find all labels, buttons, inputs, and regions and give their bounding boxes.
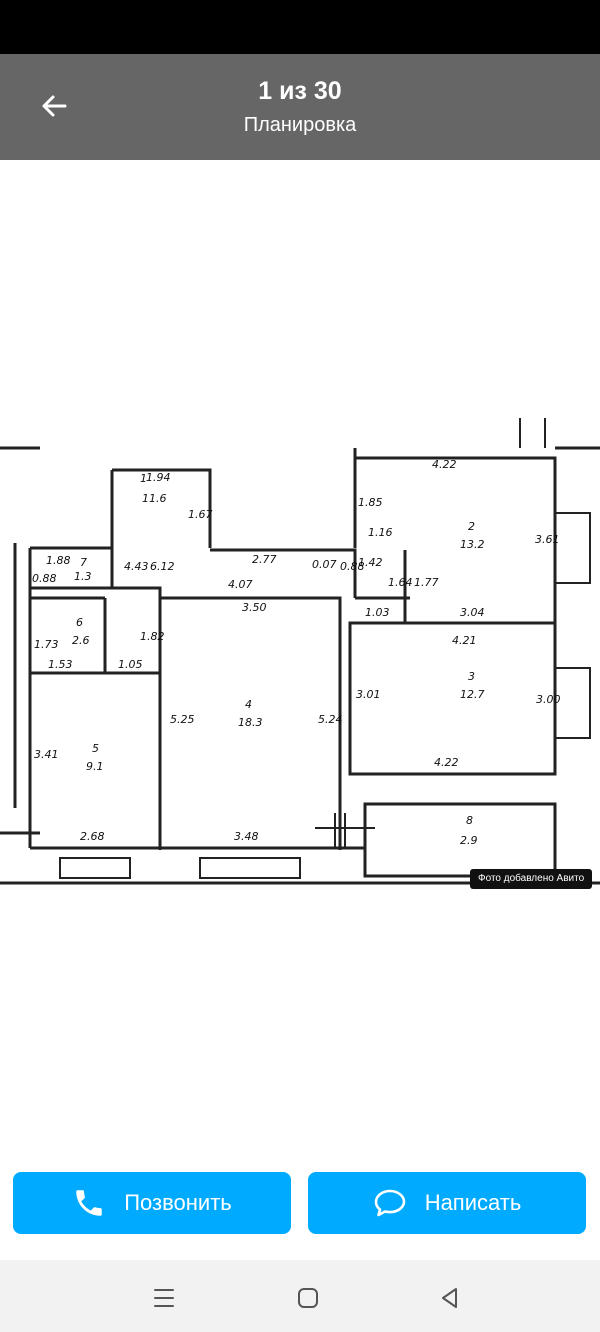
dim: 6.12 — [150, 560, 175, 573]
phone-icon — [72, 1186, 106, 1220]
chat-bubble-icon — [373, 1188, 407, 1218]
gallery-header: 1 из 30 Планировка — [0, 54, 600, 160]
dim: 3.61 — [535, 533, 560, 546]
room-5-area: 9.1 — [86, 760, 104, 773]
room-8-area: 2.9 — [460, 834, 478, 847]
message-button[interactable]: Написать — [308, 1172, 586, 1234]
call-button-label: Позвонить — [124, 1190, 232, 1215]
room-7-number: 7 — [80, 556, 87, 569]
dim: 3.00 — [536, 693, 561, 706]
dim: 4.21 — [452, 634, 477, 647]
dim: 1.88 — [46, 554, 71, 567]
system-back-button[interactable] — [430, 1280, 470, 1316]
dim: 1.82 — [140, 630, 165, 643]
dim: 1.77 — [414, 576, 439, 589]
photo-watermark: Фото добавлено Авито — [470, 869, 593, 889]
menu-lines-icon — [154, 1289, 174, 1307]
home-button[interactable] — [288, 1280, 328, 1316]
dim: 1.05 — [118, 658, 143, 671]
dim: 3.41 — [34, 748, 59, 761]
room-4-area: 18.3 — [238, 716, 263, 729]
back-arrow-icon — [42, 95, 67, 117]
home-square-icon — [298, 1288, 318, 1308]
dim: 1.73 — [34, 638, 59, 651]
system-navigation-bar — [0, 1260, 600, 1332]
room-5-number: 5 — [92, 742, 99, 755]
dim: 3.04 — [460, 606, 485, 619]
room-6-area: 2.6 — [72, 634, 90, 647]
dim: 3.50 — [242, 601, 267, 614]
room-8-number: 8 — [466, 814, 473, 827]
room-6-number: 6 — [76, 616, 83, 629]
room-1-number: 1 — [140, 472, 147, 485]
dim: 0.88 — [340, 560, 365, 573]
dim: 1.94 — [146, 471, 171, 484]
room-7-area: 1.3 — [74, 570, 92, 583]
photo-counter: 1 из 30 — [258, 77, 342, 105]
dim: 4.43 — [124, 560, 149, 573]
dim: 1.42 — [358, 556, 383, 569]
dim: 1.53 — [48, 658, 73, 671]
call-button[interactable]: Позвонить — [13, 1172, 291, 1234]
back-button[interactable] — [28, 80, 80, 132]
dim: 5.24 — [318, 713, 343, 726]
dim: 0.07 — [312, 558, 337, 571]
recent-apps-button[interactable] — [144, 1280, 184, 1316]
dim: 2.77 — [252, 553, 277, 566]
dim: 1.64 — [388, 576, 413, 589]
room-3-number: 3 — [468, 670, 475, 683]
dim: 1.67 — [188, 508, 213, 521]
room-4-number: 4 — [245, 698, 252, 711]
room-3-area: 12.7 — [460, 688, 485, 701]
photo-caption: Планировка — [243, 114, 357, 136]
dim: 3.48 — [234, 830, 259, 843]
dim: 1.16 — [368, 526, 393, 539]
status-bar — [0, 0, 600, 54]
message-button-label: Написать — [424, 1190, 522, 1215]
dim: 4.07 — [228, 578, 253, 591]
room-2-number: 2 — [468, 520, 475, 533]
dim: 0.88 — [32, 572, 57, 585]
dim: 4.22 — [434, 756, 459, 769]
dim: 5.25 — [170, 713, 195, 726]
dim: 2.68 — [80, 830, 105, 843]
floor-plan-image[interactable]: 1 11.6 2 13.2 3 12.7 4 18.3 5 9.1 6 2.6 … — [0, 418, 600, 892]
back-triangle-icon — [442, 1288, 457, 1308]
dim: 3.01 — [356, 688, 381, 701]
dim: 1.03 — [365, 606, 390, 619]
dim: 1.85 — [358, 496, 383, 509]
dim: 4.22 — [432, 458, 457, 471]
room-2-area: 13.2 — [460, 538, 485, 551]
room-1-area: 11.6 — [142, 492, 167, 505]
